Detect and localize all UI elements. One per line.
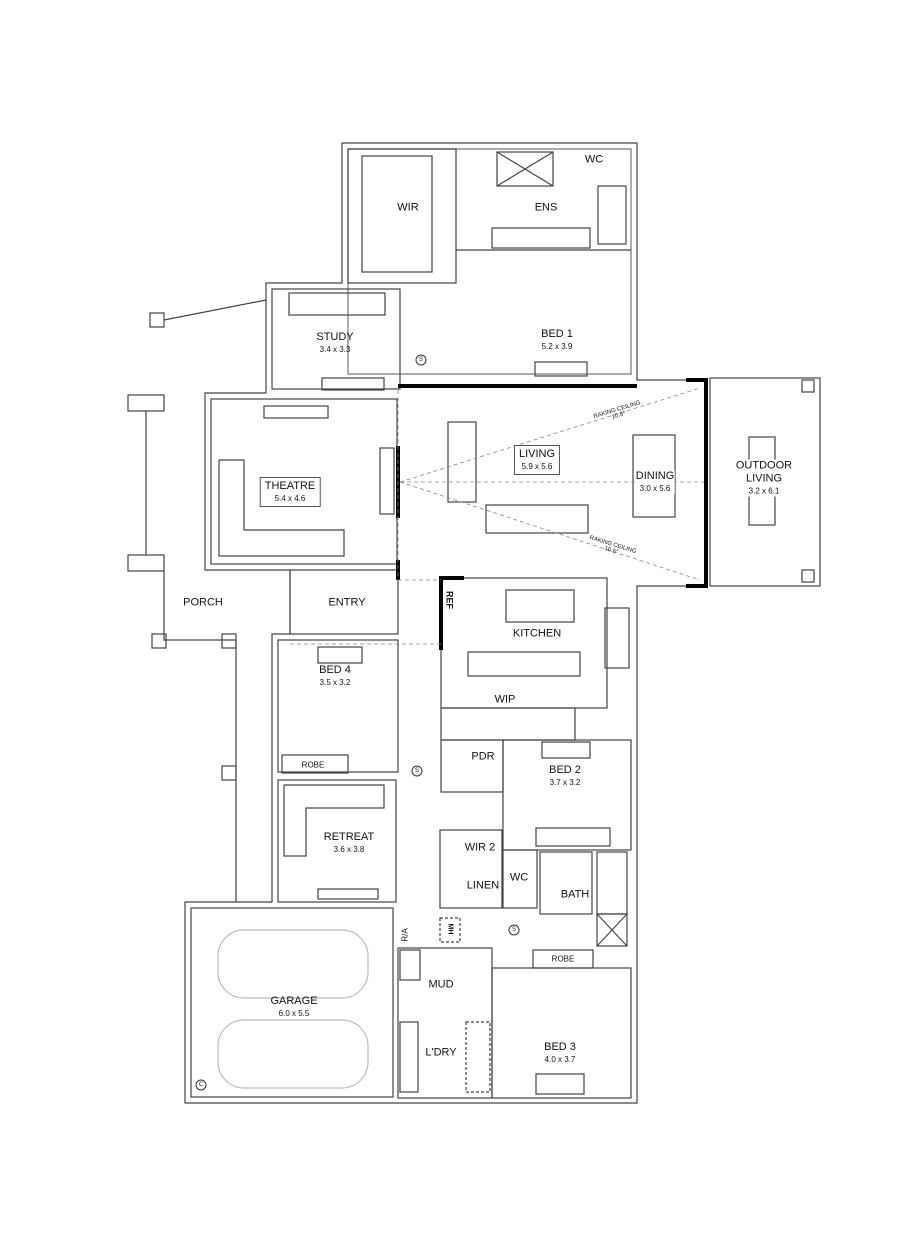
return-air-label: R/A xyxy=(400,928,410,942)
robe-bed-3: ROBE xyxy=(551,954,575,964)
room-laundry: L'DRY xyxy=(425,1046,457,1059)
room-ens: ENS xyxy=(534,201,558,214)
room-linen: LINEN xyxy=(466,879,500,892)
room-pdr: PDR xyxy=(471,750,495,763)
robe-bed-4: ROBE xyxy=(301,760,325,770)
fridge-label: REF xyxy=(444,591,455,609)
manhole-label: MH xyxy=(446,923,454,935)
smoke-detector-icon: S xyxy=(511,927,517,933)
room-wir: WIR xyxy=(397,201,419,214)
house-outline xyxy=(184,142,707,1104)
c-symbol-icon: C xyxy=(198,1082,204,1088)
room-wc: WC xyxy=(584,153,604,166)
room-wir-2: WIR 2 xyxy=(464,841,496,854)
room-porch: PORCH xyxy=(183,596,223,609)
room-mud: MUD xyxy=(428,978,454,991)
room-wc-2: WC xyxy=(509,871,529,884)
room-entry: ENTRY xyxy=(328,596,366,609)
room-wip: WIP xyxy=(494,693,516,706)
room-bath: BATH xyxy=(560,888,590,901)
smoke-detector-icon: S xyxy=(418,357,424,363)
room-kitchen: KITCHEN xyxy=(512,627,562,640)
smoke-detector-icon: S xyxy=(414,768,420,774)
